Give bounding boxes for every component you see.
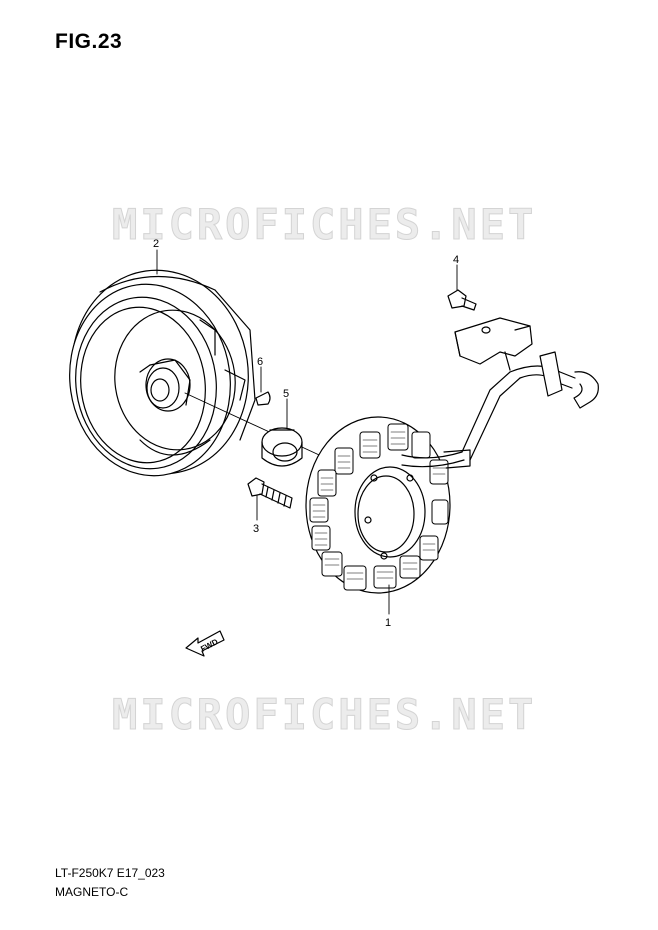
watermark-top: MICROFICHES.NET [111,200,537,250]
section-name: MAGNETO-C [55,885,129,899]
rotor-bolt[interactable] [247,477,293,509]
callout-4: 4 [453,254,459,266]
callout-2: 2 [153,238,159,250]
pickup-screw[interactable] [447,289,477,311]
woodruff-key[interactable] [255,391,271,406]
rotor-nut[interactable] [261,427,303,467]
wire-harness[interactable] [401,351,599,469]
flywheel-rotor[interactable] [57,259,261,486]
watermark-bottom: MICROFICHES.NET [111,690,537,740]
callout-5: 5 [283,388,289,400]
model-code: LT-F250K7 E17_023 [55,866,165,880]
stator-coil[interactable] [305,416,451,594]
callout-1: 1 [385,617,391,629]
figure-title: FIG.23 [55,30,123,53]
callout-6: 6 [257,356,263,368]
callout-3: 3 [253,523,259,535]
pickup-coil-bracket[interactable] [454,317,533,371]
forward-arrow-icon: FWD [185,630,225,657]
